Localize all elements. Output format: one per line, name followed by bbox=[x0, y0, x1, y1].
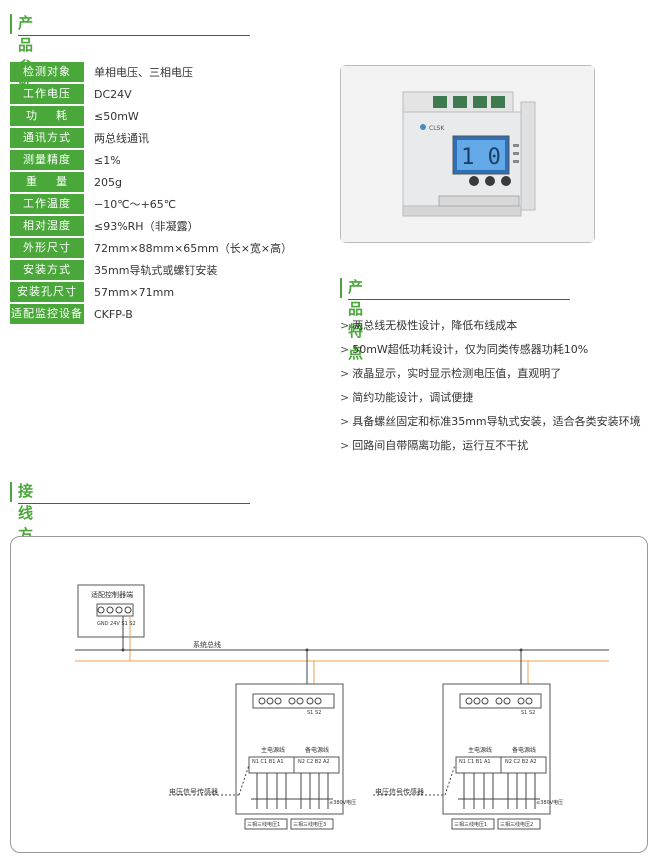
feature-text: 液晶显示，实时显示检测电压值，直观明了 bbox=[352, 367, 562, 380]
feature-text: 具备螺丝固定和标准35mm导轨式安装，适合各类安装环境 bbox=[352, 415, 641, 428]
param-row: 工作温度 −10℃～+65℃ bbox=[10, 194, 330, 214]
feature-text: 简约功能设计，调试便捷 bbox=[352, 391, 474, 404]
param-row: 安装方式 35mm导轨式或螺钉安装 bbox=[10, 260, 330, 280]
param-value: ≤93%RH（非凝露） bbox=[94, 220, 199, 233]
param-label: 功 耗 bbox=[10, 106, 84, 126]
param-value: −10℃～+65℃ bbox=[94, 198, 177, 211]
param-value: DC24V bbox=[94, 87, 132, 101]
features-title-text: 产品特点 bbox=[348, 278, 365, 362]
title-rule bbox=[18, 503, 250, 504]
feature-item: >液晶显示，实时显示检测电压值，直观明了 bbox=[340, 366, 650, 390]
param-row: 外形尺寸 72mm×88mm×65mm（长×宽×高） bbox=[10, 238, 330, 258]
sensor-label-2: 电压信号传感器 bbox=[375, 788, 424, 796]
sensor1-main-circuit: 主电源线 bbox=[261, 747, 286, 754]
bus-label: 系统总线 bbox=[193, 641, 221, 649]
param-value: 57mm×71mm bbox=[94, 285, 175, 299]
param-label: 测量精度 bbox=[10, 150, 84, 170]
param-label: 相对湿度 bbox=[10, 216, 84, 236]
param-label: 安装孔尺寸 bbox=[10, 282, 84, 302]
feature-item: >两总线无极性设计，降低布线成本 bbox=[340, 318, 650, 342]
sensor2-s-terminals: S1 S2 bbox=[521, 710, 536, 716]
chevron-right-icon: > bbox=[340, 343, 350, 356]
param-label: 工作电压 bbox=[10, 84, 84, 104]
sensor2-main-circuit: 主电源线 bbox=[468, 747, 493, 754]
param-row: 适配监控设备 CKFP-B bbox=[10, 304, 330, 324]
param-label: 重 量 bbox=[10, 172, 84, 192]
param-value: CKFP-B bbox=[94, 307, 133, 321]
param-label: 检测对象 bbox=[10, 62, 84, 82]
title-accent-bar bbox=[10, 14, 12, 34]
param-row: 测量精度 ≤1% bbox=[10, 150, 330, 170]
title-rule bbox=[18, 35, 250, 36]
title-accent-bar bbox=[340, 278, 342, 298]
wiring-diagram-drawing bbox=[75, 584, 609, 830]
features-list: >两总线无极性设计，降低布线成本>50mW超低功耗设计，仅为同类传感器功耗10%… bbox=[340, 318, 650, 462]
param-value: 205g bbox=[94, 175, 122, 189]
title-accent-bar bbox=[10, 482, 12, 502]
feature-text: 两总线无极性设计，降低布线成本 bbox=[352, 319, 518, 332]
sensor1-input-note: ≤380V电压 bbox=[329, 800, 357, 806]
sensor1-s-terminals: S1 S2 bbox=[307, 710, 322, 716]
param-value: ≤1% bbox=[94, 153, 121, 167]
sensor1-right-terminals: N2 C2 B2 A2 bbox=[298, 759, 330, 765]
sensor1-main-box: 三相三线电压1 bbox=[247, 822, 281, 828]
title-rule bbox=[348, 299, 570, 300]
sensor2-left-terminals: N1 C1 B1 A1 bbox=[459, 759, 491, 765]
sensor1-backup-circuit: 备电源线 bbox=[305, 747, 330, 754]
param-label: 安装方式 bbox=[10, 260, 84, 280]
product-brand: CLSK bbox=[429, 125, 445, 132]
param-row: 相对湿度 ≤93%RH（非凝露） bbox=[10, 216, 330, 236]
chevron-right-icon: > bbox=[340, 415, 350, 428]
controller-label: 适配控制器端 bbox=[91, 591, 133, 599]
param-value: 单相电压、三相电压 bbox=[94, 66, 193, 79]
param-row: 检测对象单相电压、三相电压 bbox=[10, 62, 330, 82]
sensor1-backup-box: 三相三线电压3 bbox=[293, 822, 327, 828]
sensor2-backup-circuit: 备电源线 bbox=[512, 747, 537, 754]
sensor2-main-box: 三相三线电压1 bbox=[454, 822, 488, 828]
param-row: 重 量 205g bbox=[10, 172, 330, 192]
product-photo: CLSK 1 0 bbox=[340, 65, 595, 243]
param-label: 外形尺寸 bbox=[10, 238, 84, 258]
feature-item: >回路间自带隔离功能，运行互不干扰 bbox=[340, 438, 650, 462]
feature-item: >具备螺丝固定和标准35mm导轨式安装，适合各类安装环境 bbox=[340, 414, 650, 438]
feature-item: >50mW超低功耗设计，仅为同类传感器功耗10% bbox=[340, 342, 650, 366]
controller-terminal-labels: GND 24V S1 S2 bbox=[97, 621, 136, 627]
param-row: 工作电压 DC24V bbox=[10, 84, 330, 104]
feature-text: 50mW超低功耗设计，仅为同类传感器功耗10% bbox=[352, 343, 589, 356]
chevron-right-icon: > bbox=[340, 391, 350, 404]
param-value: ≤50mW bbox=[94, 109, 139, 123]
feature-text: 回路间自带隔离功能，运行互不干扰 bbox=[352, 439, 529, 452]
product-device-image: CLSK 1 0 bbox=[341, 66, 594, 242]
param-value: 两总线通讯 bbox=[94, 132, 149, 145]
param-value: 35mm导轨式或螺钉安装 bbox=[94, 264, 218, 277]
sensor1-left-terminals: N1 C1 B1 A1 bbox=[252, 759, 284, 765]
chevron-right-icon: > bbox=[340, 439, 350, 452]
chevron-right-icon: > bbox=[340, 367, 350, 380]
param-value: 72mm×88mm×65mm（长×宽×高） bbox=[94, 242, 293, 255]
param-label: 适配监控设备 bbox=[10, 304, 84, 324]
chevron-right-icon: > bbox=[340, 319, 350, 332]
wiring-diagram: 适配控制器端 GND 24V S1 S2 系统总线 S1 S2 主电源线 备电源… bbox=[10, 536, 648, 853]
param-row: 功 耗 ≤50mW bbox=[10, 106, 330, 126]
param-row: 安装孔尺寸 57mm×71mm bbox=[10, 282, 330, 302]
sensor2-input-note: ≤380V电压 bbox=[536, 800, 564, 806]
feature-item: >简约功能设计，调试便捷 bbox=[340, 390, 650, 414]
param-row: 通讯方式两总线通讯 bbox=[10, 128, 330, 148]
lcd-reading: 1 0 bbox=[461, 145, 501, 170]
param-label: 通讯方式 bbox=[10, 128, 84, 148]
param-label: 工作温度 bbox=[10, 194, 84, 214]
sensor-label-1: 电压信号传感器 bbox=[169, 788, 218, 796]
sensor2-right-terminals: N2 C2 B2 A2 bbox=[505, 759, 537, 765]
sensor2-backup-box: 三相三线电压2 bbox=[500, 822, 534, 828]
